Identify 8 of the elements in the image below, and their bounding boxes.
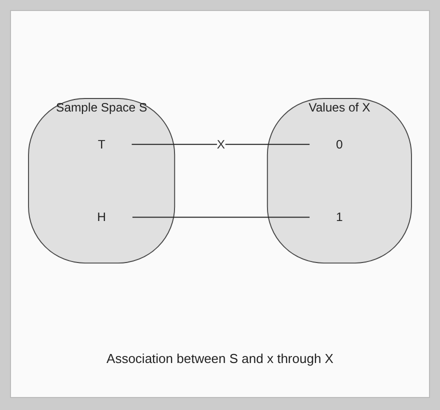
caption: Association between S and x through X [106,351,334,366]
node-text: 1 [336,210,343,224]
connector [131,144,310,146]
node-text: T [98,137,106,152]
edge-label: X [216,137,226,152]
node-text: H [97,210,106,224]
connector [132,216,310,218]
node-text: 0 [336,137,343,152]
